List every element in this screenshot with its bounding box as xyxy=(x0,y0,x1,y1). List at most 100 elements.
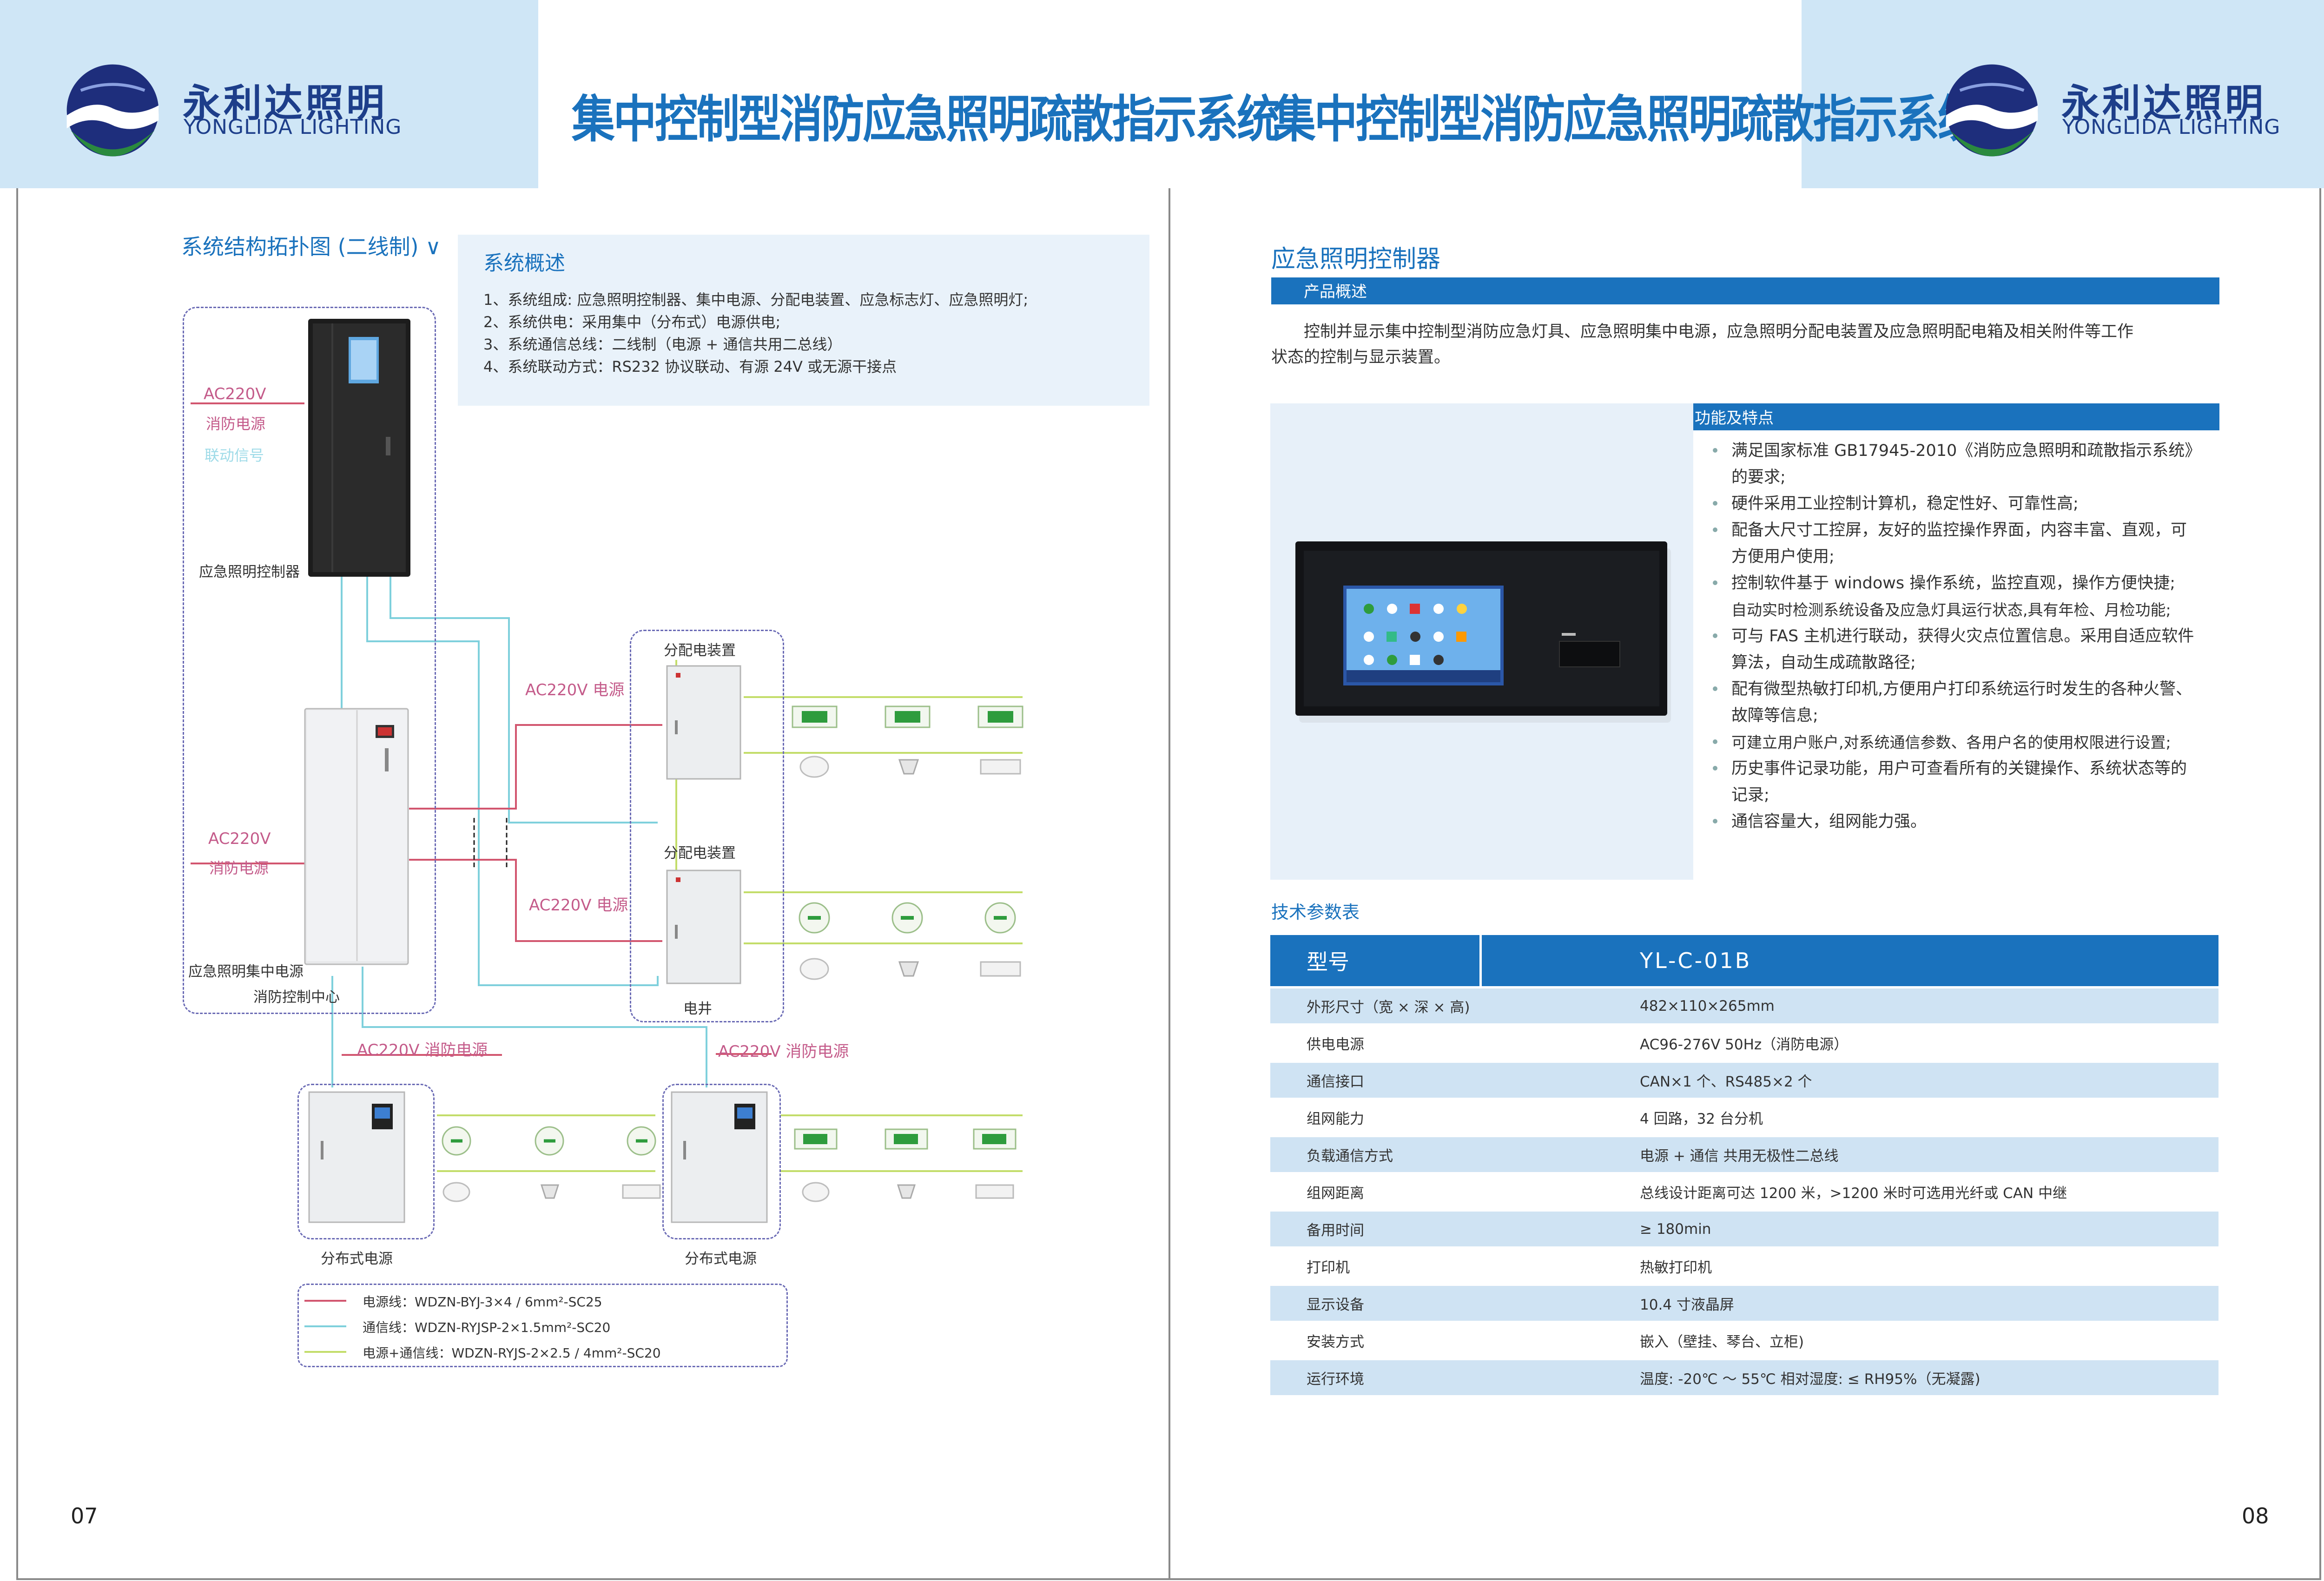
system-overview-box: 系统概述 1、系统组成: 应急照明控制器、集中电源、分配电装置、应急标志灯、应急… xyxy=(458,235,1149,406)
lamp-row xyxy=(442,1126,661,1202)
feature-line: 自动实时检测系统设备及应急灯具运行状态,具有年检、月检功能; xyxy=(1731,601,2171,619)
feature-item: 硬件采用工业控制计算机，稳定性好、可靠性高; xyxy=(1713,491,2229,517)
spec-header-key: 型号 xyxy=(1270,935,1479,986)
legend-swatch-power-comm xyxy=(304,1351,346,1353)
legend-label-power: 电源线：WDZN-BYJ-3×4 / 6mm²-SC25 xyxy=(363,1294,602,1310)
product-overview-bar-label: 产品概述 xyxy=(1304,283,1367,301)
logo-en-text: YONGLIDA LIGHTING xyxy=(2062,115,2281,139)
right-header-band xyxy=(1802,0,2324,188)
spec-key: 显示设备 xyxy=(1270,1286,1479,1321)
dist-device-label: 分配电装置 xyxy=(664,845,736,862)
spec-key: 组网能力 xyxy=(1270,1100,1479,1135)
bottom-page-border xyxy=(16,1578,2321,1580)
controller-product-image xyxy=(1295,541,1671,723)
table-row: 组网距离总线设计距离可达 1200 米，>1200 米时可选用光纤或 CAN 中… xyxy=(1270,1174,2218,1209)
logo-icon xyxy=(1946,64,2038,157)
table-row: 打印机热敏打印机 xyxy=(1270,1249,2218,1284)
product-intro-line: 控制并显示集中控制型消防应急灯具、应急照明集中电源，应急照明分配电装置及应急照明… xyxy=(1304,323,2134,341)
central-power-label: 应急照明集中电源 xyxy=(188,963,304,980)
lamp-row xyxy=(792,705,1023,778)
legend-swatch-power xyxy=(304,1300,346,1302)
bullet-dot-icon xyxy=(1713,580,1717,585)
ac220v-label: AC220V xyxy=(204,385,266,403)
feature-line: 的要求; xyxy=(1731,468,1786,487)
spec-key: 供电电源 xyxy=(1270,1026,1479,1061)
spec-value: ≥ 180min xyxy=(1479,1212,2218,1246)
distributed-power-group-2 xyxy=(662,1084,781,1239)
feature-item: 配备大尺寸工控屏，友好的监控操作界面，内容丰富、直观，可 方便用户使用; xyxy=(1713,517,2229,570)
spec-key: 打印机 xyxy=(1270,1249,1479,1284)
spec-section-title: 技术参数表 xyxy=(1271,902,1360,922)
bullet-dot-icon xyxy=(1713,501,1717,506)
ac-power-label: AC220V 电源 xyxy=(525,681,625,699)
spec-key: 组网距离 xyxy=(1270,1174,1479,1209)
left-page-number: 07 xyxy=(71,1503,98,1528)
spec-key: 外形尺寸（宽 × 深 × 高) xyxy=(1270,988,1479,1023)
spec-value: CAN×1 个、RS485×2 个 xyxy=(1479,1063,2218,1098)
spec-value: 热敏打印机 xyxy=(1479,1249,2218,1284)
spec-key: 备用时间 xyxy=(1270,1212,1479,1246)
center-fold-line xyxy=(1169,188,1170,1580)
logo-cn-text: 永利达照明 xyxy=(183,81,388,125)
overview-line: 4、系统联动方式：RS232 协议联动、有源 24V 或无源干接点 xyxy=(483,358,897,375)
features-list: 满足国家标准 GB17945-2010《消防应急照明和疏散指示系统》 的要求; … xyxy=(1713,438,2229,835)
feature-item: 历史事件记录功能，用户可查看所有的关键操作、系统状态等的 记录; xyxy=(1713,756,2229,809)
distributed-power-label: 分布式电源 xyxy=(685,1251,757,1267)
comm-line xyxy=(366,576,659,986)
feature-line: 通信容量大，组网能力强。 xyxy=(1731,812,1927,831)
logo-cn-text: 永利达照明 xyxy=(2061,81,2266,125)
product-intro-line: 状态的控制与显示装置。 xyxy=(1271,348,1451,367)
bullet-dot-icon xyxy=(1713,527,1717,532)
overview-title: 系统概述 xyxy=(483,251,565,275)
left-page-border xyxy=(16,188,18,1580)
dist-device-image xyxy=(666,870,741,984)
table-row: 备用时间≥ 180min xyxy=(1270,1212,2218,1246)
distributed-power-image xyxy=(671,1091,768,1223)
legend-swatch-comm xyxy=(304,1325,346,1327)
lamp-row xyxy=(799,902,1021,980)
spec-table: 型号 YL-C-01B 外形尺寸（宽 × 深 × 高)482×110×265mm… xyxy=(1270,933,2218,1397)
overview-line: 1、系统组成: 应急照明控制器、集中电源、分配电装置、应急标志灯、应急照明灯; xyxy=(483,291,1029,309)
fire-center-label: 消防控制中心 xyxy=(253,989,340,1006)
spec-key: 负载通信方式 xyxy=(1270,1137,1479,1172)
shaft-label: 电井 xyxy=(683,1001,712,1017)
overview-line: 3、系统通信总线：二线制（电源 + 通信共用二总线） xyxy=(483,336,842,353)
distributed-power-image xyxy=(308,1091,405,1223)
table-row: 外形尺寸（宽 × 深 × 高)482×110×265mm xyxy=(1270,988,2218,1023)
left-page-title: 集中控制型消防应急照明疏散指示系统 xyxy=(572,91,1280,149)
spec-header-value: YL-C-01B xyxy=(1479,935,2218,986)
spec-key: 运行环境 xyxy=(1270,1360,1479,1395)
legend-box xyxy=(297,1284,788,1367)
feature-line: 配有微型热敏打印机,方便用户打印系统运行时发生的各种火警、 xyxy=(1731,680,2192,698)
spec-value: 4 回路，32 台分机 xyxy=(1479,1100,2218,1135)
bullet-dot-icon xyxy=(1713,633,1717,638)
table-row: 负载通信方式电源 + 通信 共用无极性二总线 xyxy=(1270,1137,2218,1172)
topology-section-title: 系统结构拓扑图 (二线制) ∨ xyxy=(181,234,441,259)
features-bar-label: 功能及特点 xyxy=(1695,409,1774,428)
spec-value: 电源 + 通信 共用无极性二总线 xyxy=(1479,1137,2218,1172)
controller-label: 应急照明控制器 xyxy=(199,564,300,580)
fire-control-center-group xyxy=(183,307,436,1014)
overview-line: 2、系统供电：采用集中（分布式）电源供电; xyxy=(483,313,781,331)
spec-value: 嵌入（壁挂、琴台、立柜) xyxy=(1479,1323,2218,1358)
bullet-dot-icon xyxy=(1713,686,1717,691)
power-line xyxy=(409,724,662,810)
bullet-dot-icon xyxy=(1713,739,1717,744)
ac-fire-power-label: AC220V 消防电源 xyxy=(718,1042,849,1061)
lamp-row xyxy=(794,1128,1017,1202)
central-power-cabinet-image xyxy=(304,708,409,965)
fire-power-label: 消防电源 xyxy=(209,859,269,877)
feature-line: 历史事件记录功能，用户可查看所有的关键操作、系统状态等的 xyxy=(1731,759,2187,778)
fire-power-label: 消防电源 xyxy=(206,415,266,433)
table-row: 安装方式嵌入（壁挂、琴台、立柜) xyxy=(1270,1323,2218,1358)
topology-wires xyxy=(191,402,1023,1172)
power-line xyxy=(409,859,662,942)
bullet-dot-icon xyxy=(1713,448,1717,453)
spec-value: 总线设计距离可达 1200 米，>1200 米时可选用光纤或 CAN 中继 xyxy=(1479,1174,2218,1209)
feature-item: 通信容量大，组网能力强。 xyxy=(1713,809,2229,835)
spec-value: 温度: -20℃ ～ 55℃ 相对湿度: ≤ RH95%（无凝露) xyxy=(1479,1360,2218,1395)
bullet-dot-icon xyxy=(1713,819,1717,823)
spec-value: 482×110×265mm xyxy=(1479,988,2218,1023)
